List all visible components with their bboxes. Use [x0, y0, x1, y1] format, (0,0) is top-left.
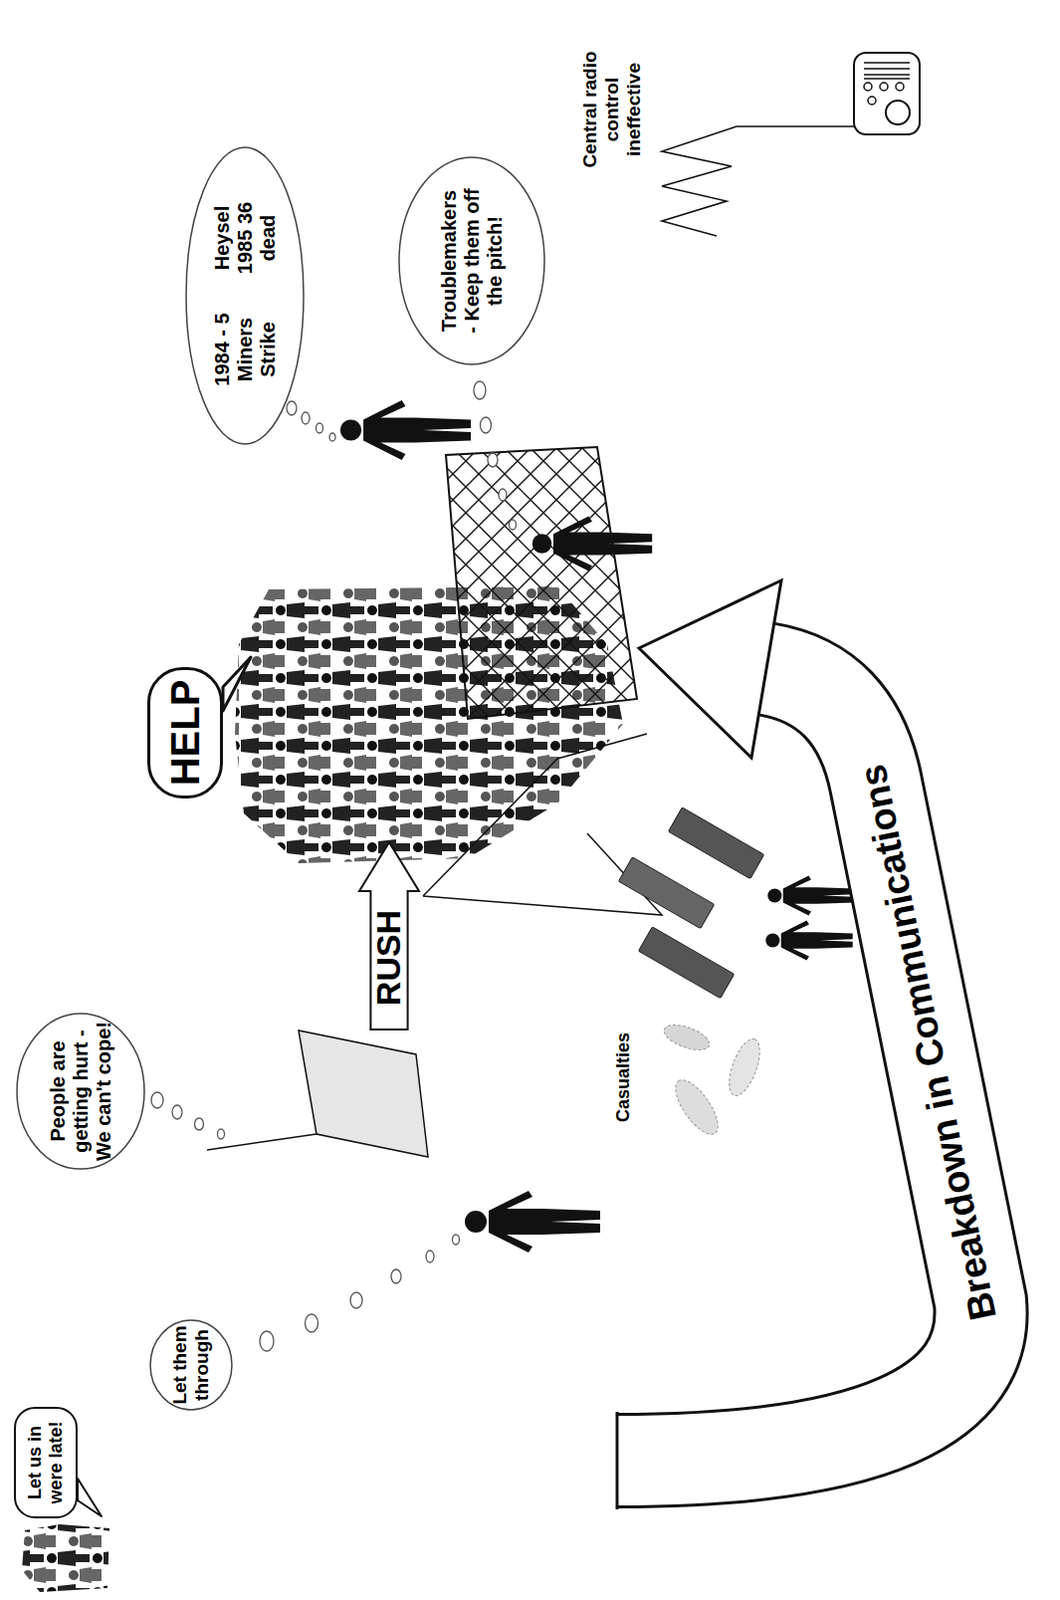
radio-set [853, 52, 920, 135]
thought-ellipse [186, 147, 304, 444]
rush-arrow [359, 842, 420, 1030]
tunnel-lines [423, 733, 662, 915]
police-officer [340, 400, 471, 460]
stretcher [637, 926, 734, 999]
thought-chain [286, 401, 336, 441]
thought-chain [473, 381, 517, 530]
arrow-band-tail [616, 1411, 620, 1509]
stretcher [618, 856, 714, 929]
thought-ellipse [150, 1319, 232, 1410]
node-outline [185, 146, 305, 445]
annotation-label: Casualties [613, 1022, 635, 1132]
speech-bubble [14, 1407, 77, 1517]
node-text: RUSH [369, 887, 409, 1028]
thought-ellipse [399, 157, 545, 365]
speech-tail [77, 1478, 102, 1516]
annotation-label: Central radio control ineffective [579, 44, 645, 175]
node-text: 1984 - 5 Miners Strike [211, 305, 280, 394]
injured-person [660, 1019, 713, 1055]
speech-bubble-node: HELP [147, 666, 223, 799]
perimeter-fence [445, 446, 637, 719]
police-officer [532, 516, 652, 572]
arrow-box: RUSH [358, 841, 421, 1031]
node-text: Troublemakers - Keep them off the pitch! [437, 185, 507, 337]
radio-antenna [661, 126, 854, 236]
radio-button [867, 96, 876, 105]
thought-ellipse [16, 1013, 145, 1169]
radio-button [863, 82, 872, 91]
arrow-head [638, 580, 782, 758]
thought-bubble-node: People are getting hurt - We can't cope! [15, 1012, 146, 1170]
thought-bubble-node: Troublemakers - Keep them off the pitch! [398, 156, 546, 366]
radio-button [879, 82, 888, 91]
thought-chain [259, 1234, 460, 1351]
speech-tail [222, 656, 251, 711]
stretcher-bearer [767, 875, 854, 916]
late-crowd [21, 1523, 110, 1592]
node-text: People are getting hurt - We can't cope! [46, 1016, 116, 1166]
node-text: Let us in were late! [24, 1414, 66, 1510]
stretcher [667, 807, 764, 879]
radio-button [895, 82, 904, 91]
thought-bubble-node: Let them through [149, 1318, 233, 1411]
turnstile-gate [298, 1030, 428, 1157]
injured-person [667, 1072, 726, 1140]
node-text: Let them through [169, 1322, 213, 1407]
injured-person [722, 1035, 766, 1100]
thought-bubble-node: 1984 - 5 Miners Strike Heysel 1985 36 dea… [185, 146, 305, 445]
speech-bubble-node: Let us in were late! [13, 1406, 78, 1518]
radio-knob [885, 100, 910, 125]
thought-chain [151, 1091, 225, 1139]
stretcher-bearer [765, 920, 852, 961]
radio-grille [863, 62, 910, 79]
police-officer [464, 1190, 601, 1253]
node-text: Heysel 1985 36 dead [211, 198, 280, 278]
node-text: HELP [162, 669, 209, 796]
speech-bubble [149, 668, 222, 798]
